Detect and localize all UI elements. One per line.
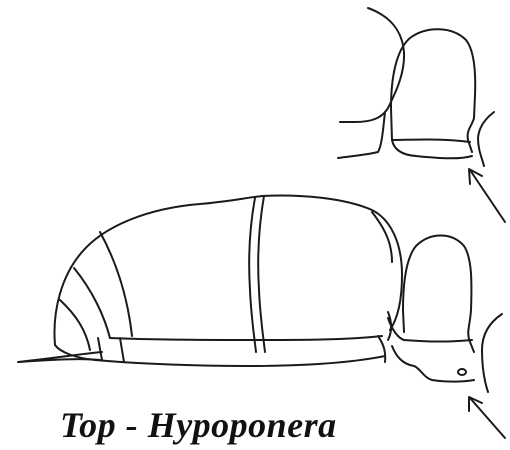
arrow-pointer-icon (470, 170, 505, 222)
segment-line-3 (74, 268, 110, 338)
petiole-base-lower (388, 318, 472, 342)
subpetiolar-lower (392, 346, 474, 382)
sternite-line-b (120, 338, 124, 362)
segment-boundary-1b (258, 196, 265, 352)
subpetiolar-process (392, 140, 472, 158)
sting-tip (18, 352, 102, 362)
petiole-detail-top (338, 8, 505, 222)
gaster-outline (54, 196, 402, 345)
gaster-lateral-view (18, 196, 402, 366)
petiole-lateral-view (388, 236, 505, 439)
figure-caption: Top - Hypoponera (60, 404, 337, 446)
caption-genus: Hypoponera (148, 405, 337, 445)
arrow-pointer-icon-lower (470, 398, 505, 438)
segment-line-4 (60, 300, 90, 350)
gaster-edge-lower (482, 314, 502, 392)
caption-prefix: Top - (60, 405, 148, 445)
propodeum-lower (388, 312, 391, 340)
gaster-ventral-edge (55, 345, 385, 366)
petiole-node-lower (403, 236, 474, 353)
sternite-line-a (98, 338, 102, 360)
petiole-node-base (392, 140, 470, 143)
propodeum-lower-edge (338, 112, 385, 158)
tergite-lower-line (110, 336, 382, 340)
ventral-step (372, 212, 392, 262)
spiracle-icon (458, 369, 466, 375)
segment-boundary-1 (249, 198, 256, 352)
gaster-edge-top (478, 112, 494, 166)
